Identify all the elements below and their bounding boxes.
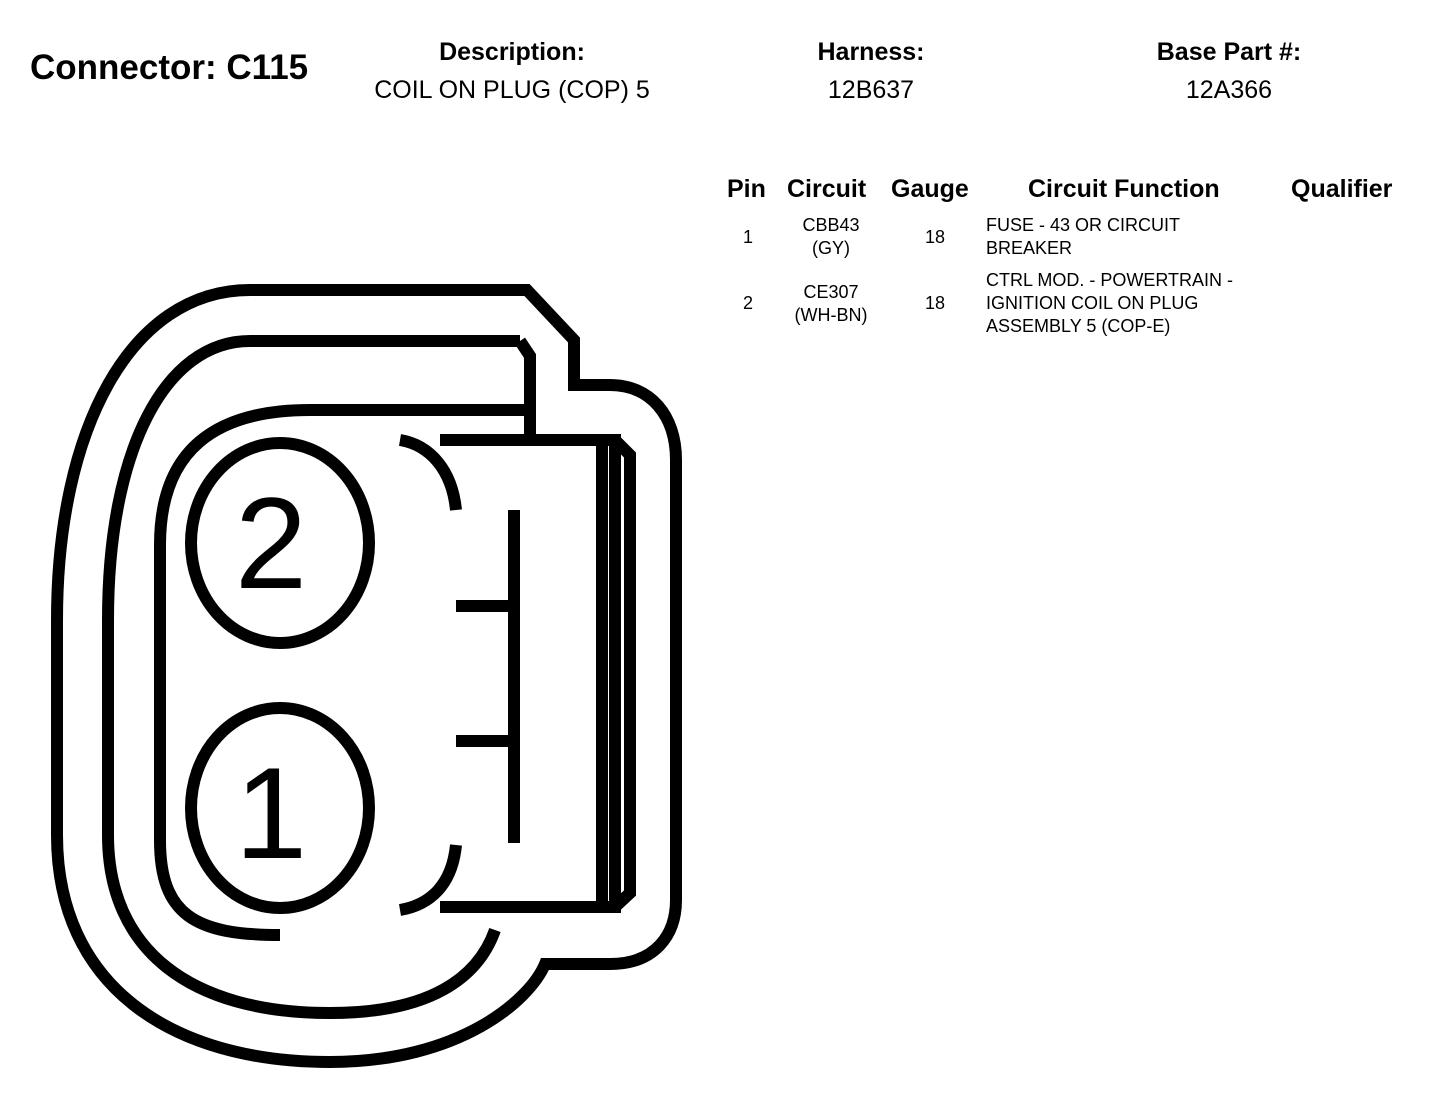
terminal-shroud xyxy=(440,434,621,913)
row-wire-color: (GY) xyxy=(812,238,850,258)
pin-2-label: 2 xyxy=(235,470,307,616)
col-header-pin: Pin xyxy=(727,175,766,203)
row-function-line: FUSE - 43 OR CIRCUIT xyxy=(986,215,1181,235)
pin-2-guard-arc xyxy=(398,434,462,511)
row-circuit: CE307 xyxy=(803,282,859,302)
col-header-gauge: Gauge xyxy=(891,175,969,203)
row-wire-color: (WH-BN) xyxy=(794,305,868,325)
housing-inner-outline-notch xyxy=(515,337,536,437)
row-function-line: BREAKER xyxy=(986,238,1073,258)
description-value: COIL ON PLUG (COP) 5 xyxy=(374,76,650,104)
pin-1-label: 1 xyxy=(235,740,307,886)
housing-inner-outline xyxy=(102,335,520,1020)
row-function-line: ASSEMBLY 5 (COP-E) xyxy=(986,316,1171,336)
harness-value: 12B637 xyxy=(827,76,915,104)
row-function-line: IGNITION COIL ON PLUG xyxy=(986,293,1199,313)
row-pin: 1 xyxy=(742,227,753,247)
harness-label: Harness: xyxy=(817,38,925,66)
row-circuit: CBB43 xyxy=(802,215,860,235)
connector-title: Connector: C115 xyxy=(30,48,309,87)
description-label: Description: xyxy=(439,38,585,66)
base-part-label: Base Part #: xyxy=(1156,38,1302,66)
row-gauge: 18 xyxy=(924,293,946,313)
terminal-shroud-right xyxy=(610,435,636,912)
cavity-outline xyxy=(154,404,530,941)
col-header-circuit: Circuit xyxy=(787,175,867,203)
row-gauge: 18 xyxy=(924,227,946,247)
pin-1-guard-arc xyxy=(398,844,462,916)
pin-1-cavity xyxy=(185,702,375,914)
housing-outer-outline xyxy=(51,284,682,1069)
row-function-line: CTRL MOD. - POWERTRAIN - xyxy=(986,270,1233,290)
col-header-qualifier: Qualifier xyxy=(1291,175,1393,203)
col-header-circuit-function: Circuit Function xyxy=(1028,175,1220,203)
base-part-value: 12A366 xyxy=(1185,76,1273,104)
pin-2-cavity xyxy=(185,437,375,649)
row-pin: 2 xyxy=(742,293,753,313)
